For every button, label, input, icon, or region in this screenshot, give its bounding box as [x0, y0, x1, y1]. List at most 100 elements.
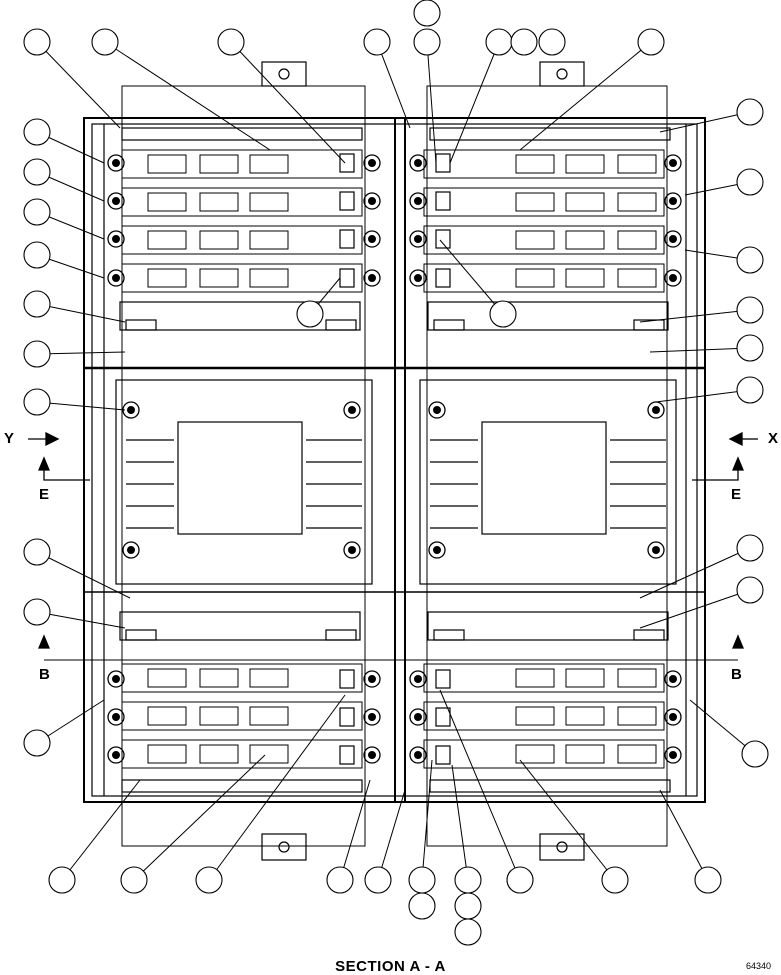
cell-L2-1 — [199, 230, 239, 250]
callout-4 — [413, 0, 441, 27]
mount-tab-top-0 — [261, 61, 307, 87]
leader-41 — [439, 689, 521, 881]
callout-20 — [296, 300, 324, 328]
terminal-post-27 — [669, 751, 677, 759]
terminal-ring-19 — [664, 670, 682, 688]
terminal-ring-5 — [363, 192, 381, 210]
section-label-b-right: B — [731, 666, 742, 683]
terminal-ring-11 — [664, 230, 682, 248]
terminal-post-35 — [652, 546, 660, 554]
terminal-ring-7 — [664, 192, 682, 210]
callout-8 — [538, 28, 566, 56]
terminal-ring-21 — [363, 708, 381, 726]
bus-clip-b-0 — [325, 319, 357, 331]
bus-clip-a-0 — [125, 319, 157, 331]
cell-L0-1 — [199, 154, 239, 174]
cell-L5-0 — [147, 706, 187, 726]
terminal-ring-27 — [664, 746, 682, 764]
tray-L0 — [121, 149, 363, 179]
leader-25 — [639, 309, 751, 323]
terminal-ring-0 — [107, 154, 125, 172]
terminal-ring-3 — [664, 154, 682, 172]
tray-L5 — [121, 701, 363, 731]
callout-19 — [23, 729, 51, 757]
callout-5 — [413, 28, 441, 56]
cradle-window-1 — [481, 421, 607, 535]
tray-R3 — [423, 263, 665, 293]
cradle-0 — [115, 379, 373, 585]
cell-L1-1 — [199, 192, 239, 212]
leader-43 — [659, 789, 709, 881]
cell-R4-2 — [617, 668, 657, 688]
terminal-post-8 — [112, 235, 120, 243]
leader-26 — [649, 347, 751, 353]
terminal-post-29 — [348, 406, 356, 414]
right-housing-outline — [426, 85, 668, 847]
callout-41 — [506, 866, 534, 894]
section-label-b-left: B — [39, 666, 50, 683]
leader-17 — [36, 551, 131, 599]
top-rail-left — [121, 127, 363, 141]
cell-L6-2 — [249, 744, 289, 764]
leader-6 — [449, 41, 500, 164]
cell-R6-0 — [515, 744, 555, 764]
callout-bubbles — [23, 0, 769, 946]
terminal-ring-15 — [664, 269, 682, 287]
terminal-post-25 — [368, 751, 376, 759]
callout-12 — [23, 198, 51, 226]
cell-L2-0 — [147, 230, 187, 250]
mount-tab-top-1 — [539, 61, 585, 87]
terminal-ring-8 — [107, 230, 125, 248]
mount-hole-top-1 — [556, 68, 568, 80]
mount-hole-bottom-0 — [278, 841, 290, 853]
terminal-ring-23 — [664, 708, 682, 726]
callout-37 — [408, 892, 436, 920]
terminal-post-2 — [414, 159, 422, 167]
terminal-ring-34 — [428, 541, 446, 559]
callout-leaders — [36, 41, 756, 881]
callout-30 — [741, 740, 769, 768]
leader-28 — [639, 547, 751, 599]
cell-R5-0 — [515, 706, 555, 726]
terminal-post-17 — [368, 675, 376, 683]
fuse-right-2 — [435, 229, 451, 249]
bus-bar-1 — [427, 301, 669, 331]
terminal-ring-10 — [409, 230, 427, 248]
bus-clip-a-2 — [125, 629, 157, 641]
fuse-right-1 — [435, 191, 451, 211]
cell-R5-1 — [565, 706, 605, 726]
section-caption: SECTION A - A — [335, 958, 446, 975]
callout-25 — [736, 296, 764, 324]
bus-clip-a-3 — [433, 629, 465, 641]
terminal-ring-18 — [409, 670, 427, 688]
bus-bar-0 — [119, 301, 361, 331]
terminal-connectors — [107, 153, 682, 765]
terminal-ring-12 — [107, 269, 125, 287]
terminal-post-15 — [669, 274, 677, 282]
terminal-ring-29 — [343, 401, 361, 419]
leader-0 — [36, 41, 121, 129]
callout-32 — [120, 866, 148, 894]
fuse-right-4 — [435, 669, 451, 689]
bottom-rail-left — [121, 779, 363, 793]
leader-42 — [519, 759, 616, 881]
terminal-post-6 — [414, 197, 422, 205]
bus-clip-a-1 — [433, 319, 465, 331]
callout-33 — [195, 866, 223, 894]
mount-tab-bottom-1 — [539, 833, 585, 861]
terminal-post-1 — [368, 159, 376, 167]
leader-38 — [451, 764, 469, 881]
cell-R6-1 — [565, 744, 605, 764]
section-e-right-head — [732, 456, 744, 471]
leader-1 — [104, 41, 271, 151]
battery-trays — [121, 149, 665, 769]
terminal-ring-1 — [363, 154, 381, 172]
cell-R4-1 — [565, 668, 605, 688]
leader-34 — [339, 779, 371, 881]
terminal-ring-22 — [409, 708, 427, 726]
leader-5 — [426, 41, 437, 164]
terminal-post-23 — [669, 713, 677, 721]
terminal-post-10 — [414, 235, 422, 243]
callout-39 — [454, 892, 482, 920]
